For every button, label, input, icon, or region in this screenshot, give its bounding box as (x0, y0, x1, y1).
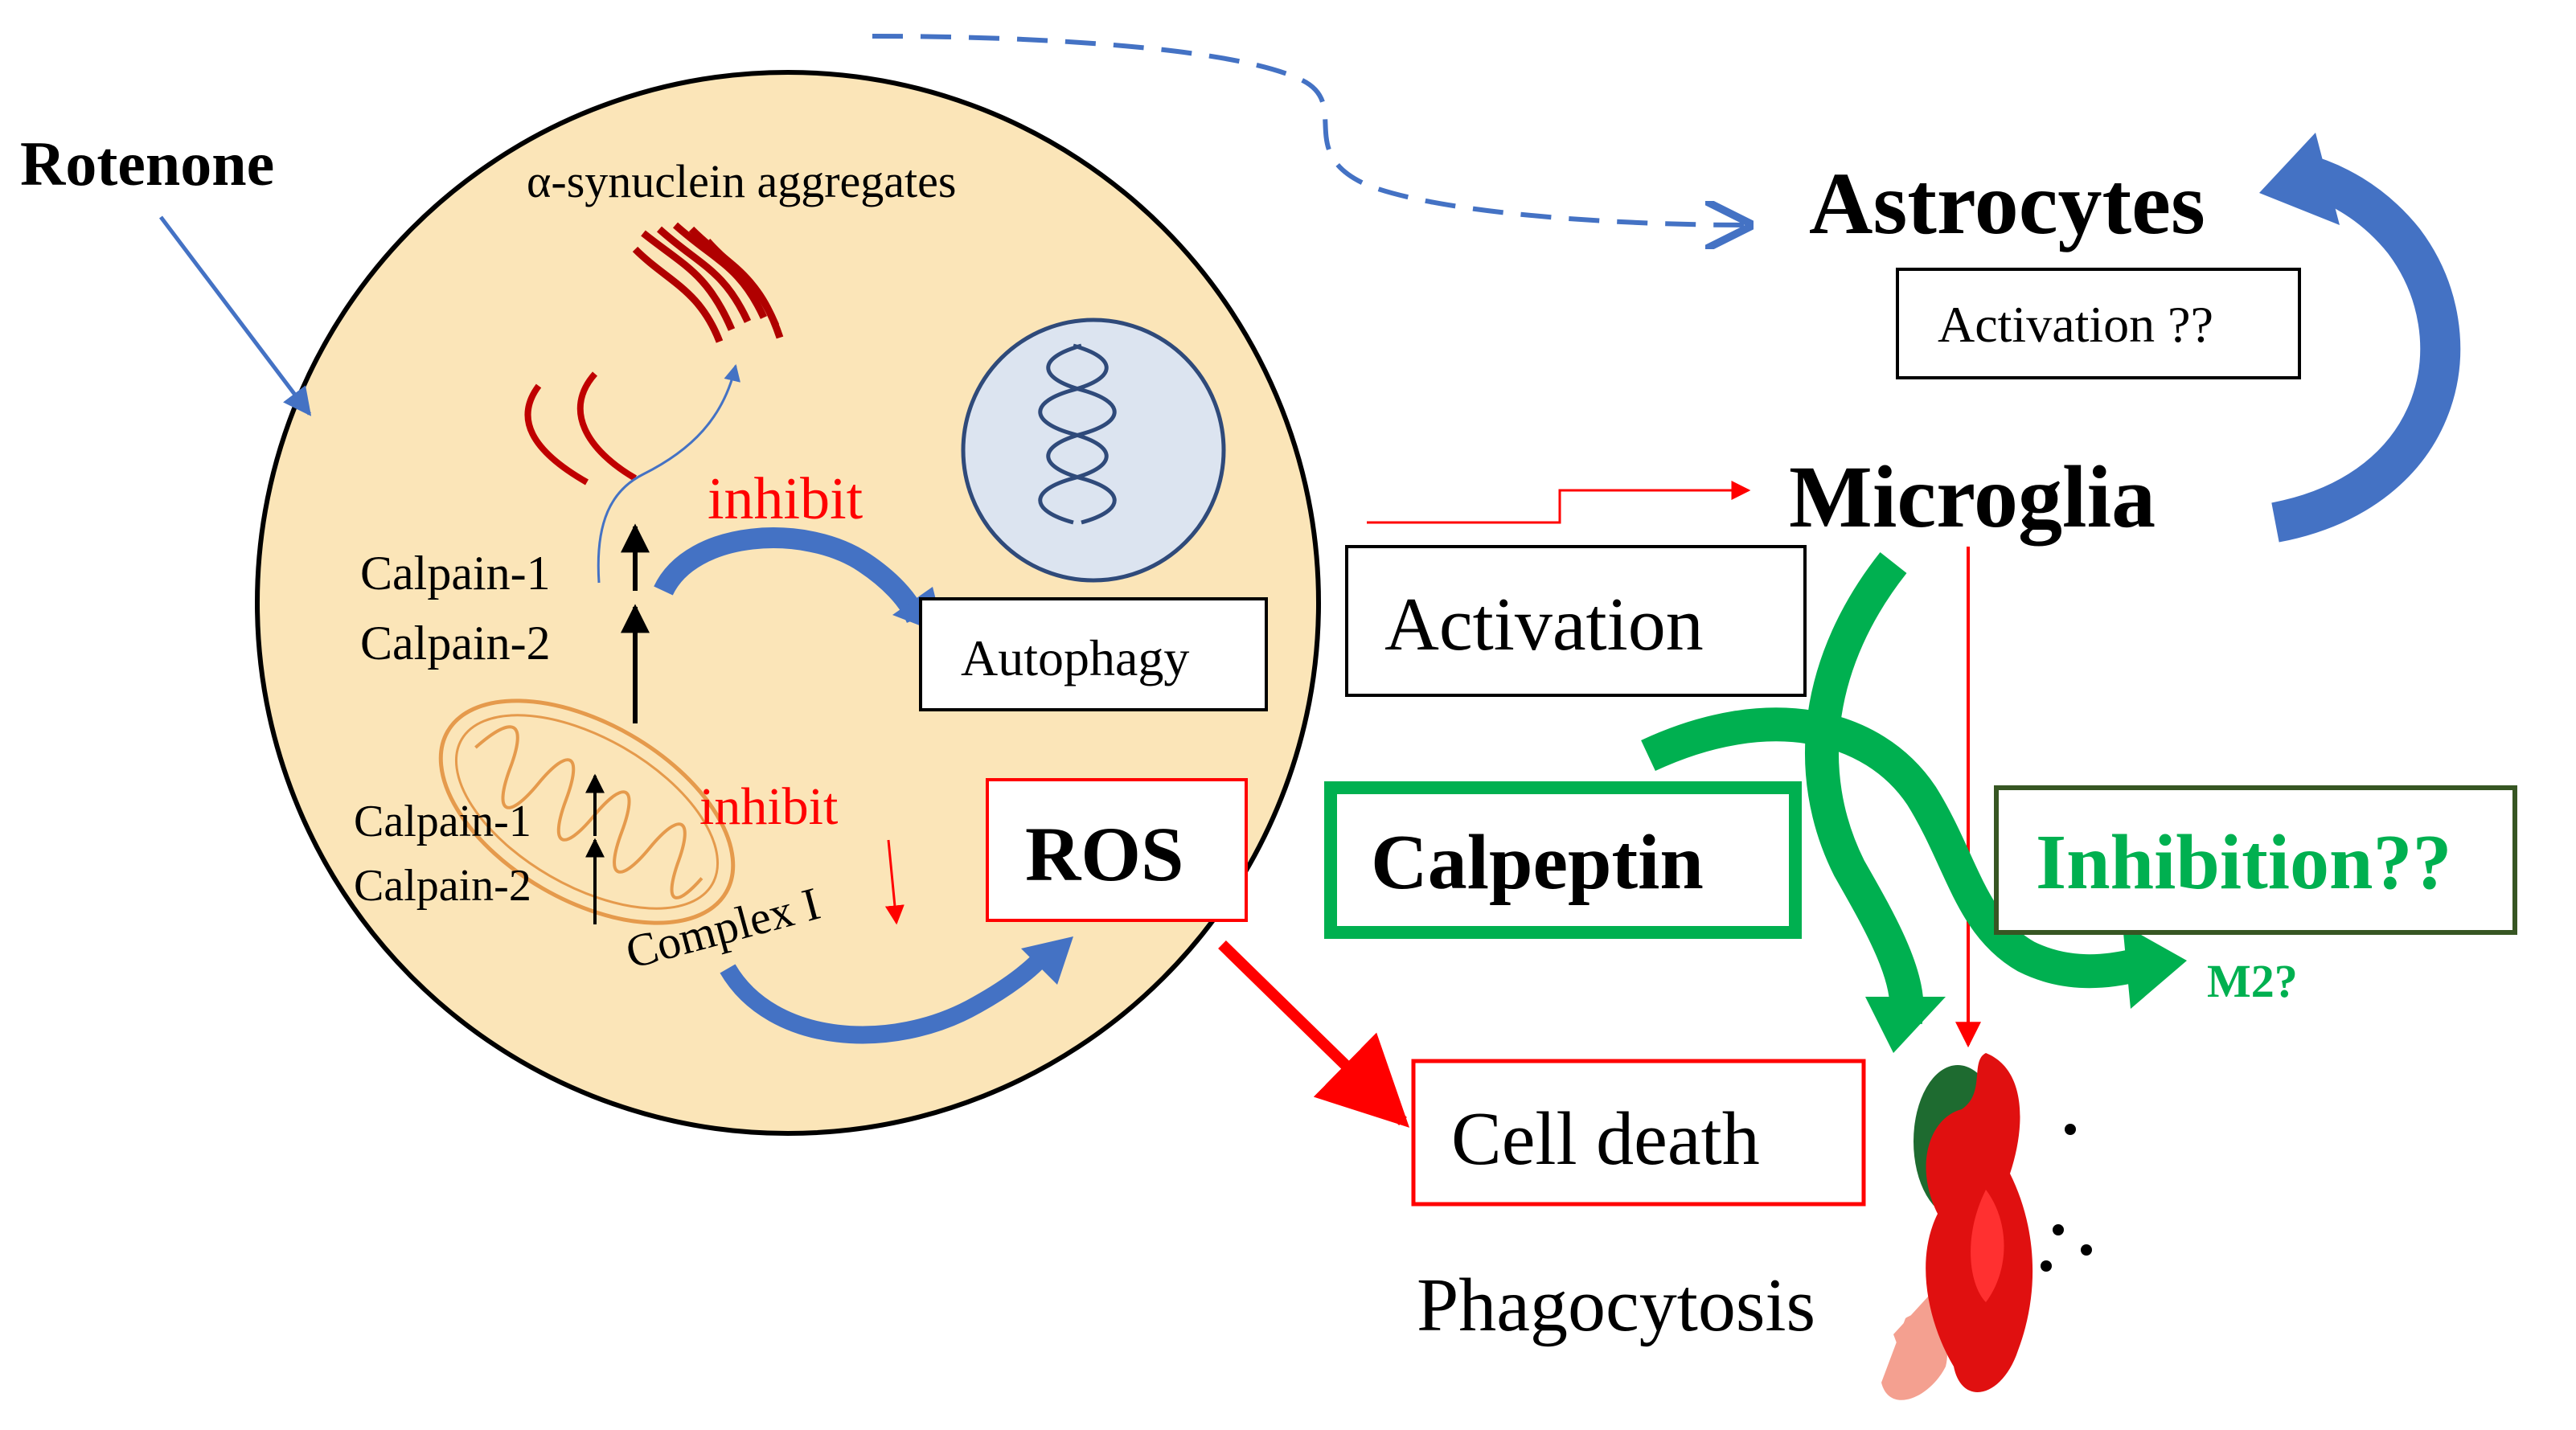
complex1-to-ros-arrow (720, 947, 1053, 1044)
calpeptin-box (1324, 781, 1802, 939)
inhibit-mito-label: inhibit (699, 777, 838, 836)
ros-box (986, 778, 1248, 922)
phagocytic-microglia-icon (1881, 1053, 2092, 1400)
ros-to-cell-death-arrow (1218, 940, 1410, 1128)
synuclein-monomer-icon (524, 371, 638, 486)
inhibit-top-label: inhibit (708, 466, 863, 532)
cell-death-label: Cell death (1451, 1097, 1760, 1181)
inhibition-box (1994, 785, 2517, 935)
synuclein-label: α-synuclein aggregates (527, 155, 956, 207)
microglia-label: Microglia (1789, 448, 2156, 546)
nucleus (961, 318, 1226, 583)
microglia-to-astrocytes-arrow (2271, 153, 2461, 543)
ros-label: ROS (1025, 811, 1183, 897)
calpain1-top-label: Calpain-1 (360, 547, 551, 600)
calpeptin-green-arrow-1 (1804, 551, 1924, 1025)
inhibition-label: Inhibition?? (2036, 819, 2451, 906)
autophagy-label: Autophagy (961, 629, 1189, 686)
complex1-down-arrow (884, 839, 904, 925)
activation-label: Activation (1384, 583, 1704, 666)
cell-death-box (1411, 1059, 1866, 1207)
rotenone-label: Rotenone (20, 129, 274, 199)
calpain1-mito-label: Calpain-1 (354, 797, 531, 846)
calpeptin-green-arrow-2 (1641, 707, 2143, 989)
autophagy-box (919, 597, 1268, 711)
calpain2-top-label: Calpain-2 (360, 617, 551, 670)
dna-icon (1038, 343, 1109, 525)
aggregation-arrow (597, 363, 740, 584)
synuclein-aggregate-icon (632, 222, 784, 343)
calpeptin-label: Calpeptin (1371, 819, 1704, 906)
astro-activation-box (1896, 268, 2301, 379)
inhibit-autophagy-arrow (654, 527, 927, 624)
activation-box (1345, 545, 1807, 697)
dashed-arrow-to-astrocytes (872, 34, 1749, 225)
arrow-to-microglia (1367, 481, 1751, 524)
rotenone-arrow (159, 215, 312, 416)
m2-label: M2? (2207, 955, 2298, 1007)
calpain2-mito-label: Calpain-2 (354, 861, 531, 911)
astro-activation-label: Activation ?? (1938, 296, 2213, 353)
phagocytosis-label: Phagocytosis (1417, 1264, 1815, 1347)
astrocytes-label: Astrocytes (1809, 154, 2205, 252)
